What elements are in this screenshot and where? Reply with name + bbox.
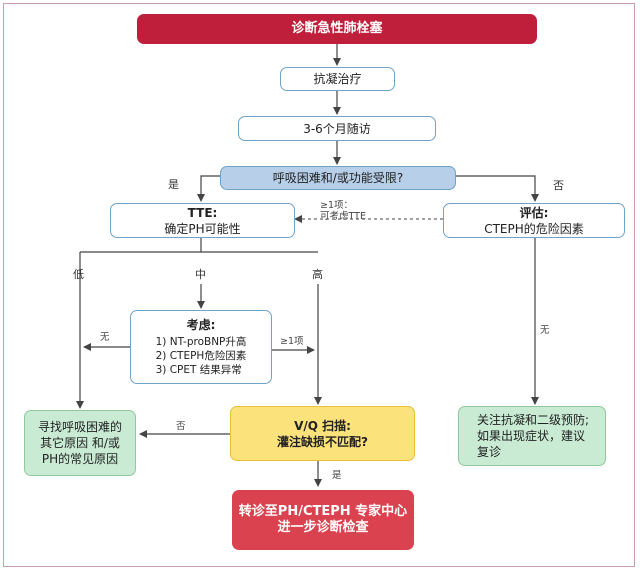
title-box: 诊断急性肺栓塞 bbox=[137, 14, 537, 44]
arrow-no-to-assess bbox=[456, 175, 539, 202]
vq-scan-box: V/Q 扫描: 灌注缺损不匹配? bbox=[230, 406, 415, 461]
anticoagulation-box: 抗凝治疗 bbox=[280, 67, 395, 91]
question-box: 呼吸困难和/或功能受限? bbox=[220, 166, 456, 190]
advice-line: 如果出现症状，建议 bbox=[477, 429, 586, 443]
label-none-left: 无 bbox=[100, 332, 110, 343]
title-text: 诊断急性肺栓塞 bbox=[291, 21, 383, 36]
other-causes-line: PH的常见原因 bbox=[41, 452, 119, 466]
other-causes-box: 寻找呼吸困难的 其它原因 和/或 PH的常见原因 bbox=[24, 410, 136, 476]
advice-line: 复诊 bbox=[477, 445, 502, 459]
consider-list: 1) NT-proBNP升高 2) CTEPH危险因素 3) CPET 结果异常 bbox=[156, 335, 247, 377]
question-text: 呼吸困难和/或功能受限? bbox=[272, 171, 404, 185]
label-no-vq: 否 bbox=[176, 421, 186, 432]
arrow-yes-to-tte bbox=[197, 175, 220, 202]
label-none-right: 无 bbox=[540, 325, 550, 336]
advice-line: 关注抗凝和二级预防; bbox=[477, 413, 590, 427]
consider-item: 1) NT-proBNP升高 bbox=[155, 336, 247, 348]
diagram-frame bbox=[3, 3, 635, 567]
other-causes-line: 寻找呼吸困难的 bbox=[37, 420, 122, 434]
referral-box: 转诊至PH/CTEPH 专家中心 进一步诊断检查 bbox=[232, 490, 414, 550]
consider-item: 3) CPET 结果异常 bbox=[155, 364, 242, 376]
tte-title: TTE: bbox=[187, 205, 218, 220]
label-ge1-item: ≥1项 bbox=[280, 336, 304, 347]
vq-subtitle: 灌注缺损不匹配? bbox=[277, 434, 368, 449]
assess-subtitle: CTEPH的危险因素 bbox=[484, 221, 584, 236]
referral-line: 进一步诊断检查 bbox=[277, 520, 369, 535]
consider-item: 2) CTEPH危险因素 bbox=[155, 350, 247, 362]
vq-title: V/Q 扫描: bbox=[294, 418, 351, 433]
tte-box: TTE: 确定PH可能性 bbox=[110, 203, 295, 238]
label-consider-tte: 可考虑TTE bbox=[320, 211, 366, 222]
label-ge1-top: ≥1项： bbox=[320, 200, 354, 211]
consider-box: 考虑: 1) NT-proBNP升高 2) CTEPH危险因素 3) CPET … bbox=[130, 310, 272, 384]
other-causes-line: 其它原因 和/或 bbox=[40, 436, 120, 450]
label-low: 低 bbox=[73, 268, 84, 281]
label-yes: 是 bbox=[168, 178, 179, 191]
referral-line: 转诊至PH/CTEPH 专家中心 bbox=[238, 504, 408, 519]
advice-box: 关注抗凝和二级预防; 如果出现症状，建议 复诊 bbox=[458, 406, 606, 466]
label-no: 否 bbox=[553, 179, 564, 192]
tte-subtitle: 确定PH可能性 bbox=[164, 221, 241, 236]
label-yes-vq: 是 bbox=[332, 470, 342, 481]
label-mid: 中 bbox=[195, 268, 206, 281]
consider-title: 考虑: bbox=[186, 318, 216, 332]
label-high: 高 bbox=[312, 268, 323, 281]
followup-text: 3-6个月随访 bbox=[303, 121, 371, 136]
assess-box: 评估: CTEPH的危险因素 bbox=[443, 203, 625, 238]
assess-title: 评估: bbox=[519, 205, 549, 220]
followup-box: 3-6个月随访 bbox=[238, 116, 436, 141]
anticoagulation-text: 抗凝治疗 bbox=[313, 72, 362, 86]
